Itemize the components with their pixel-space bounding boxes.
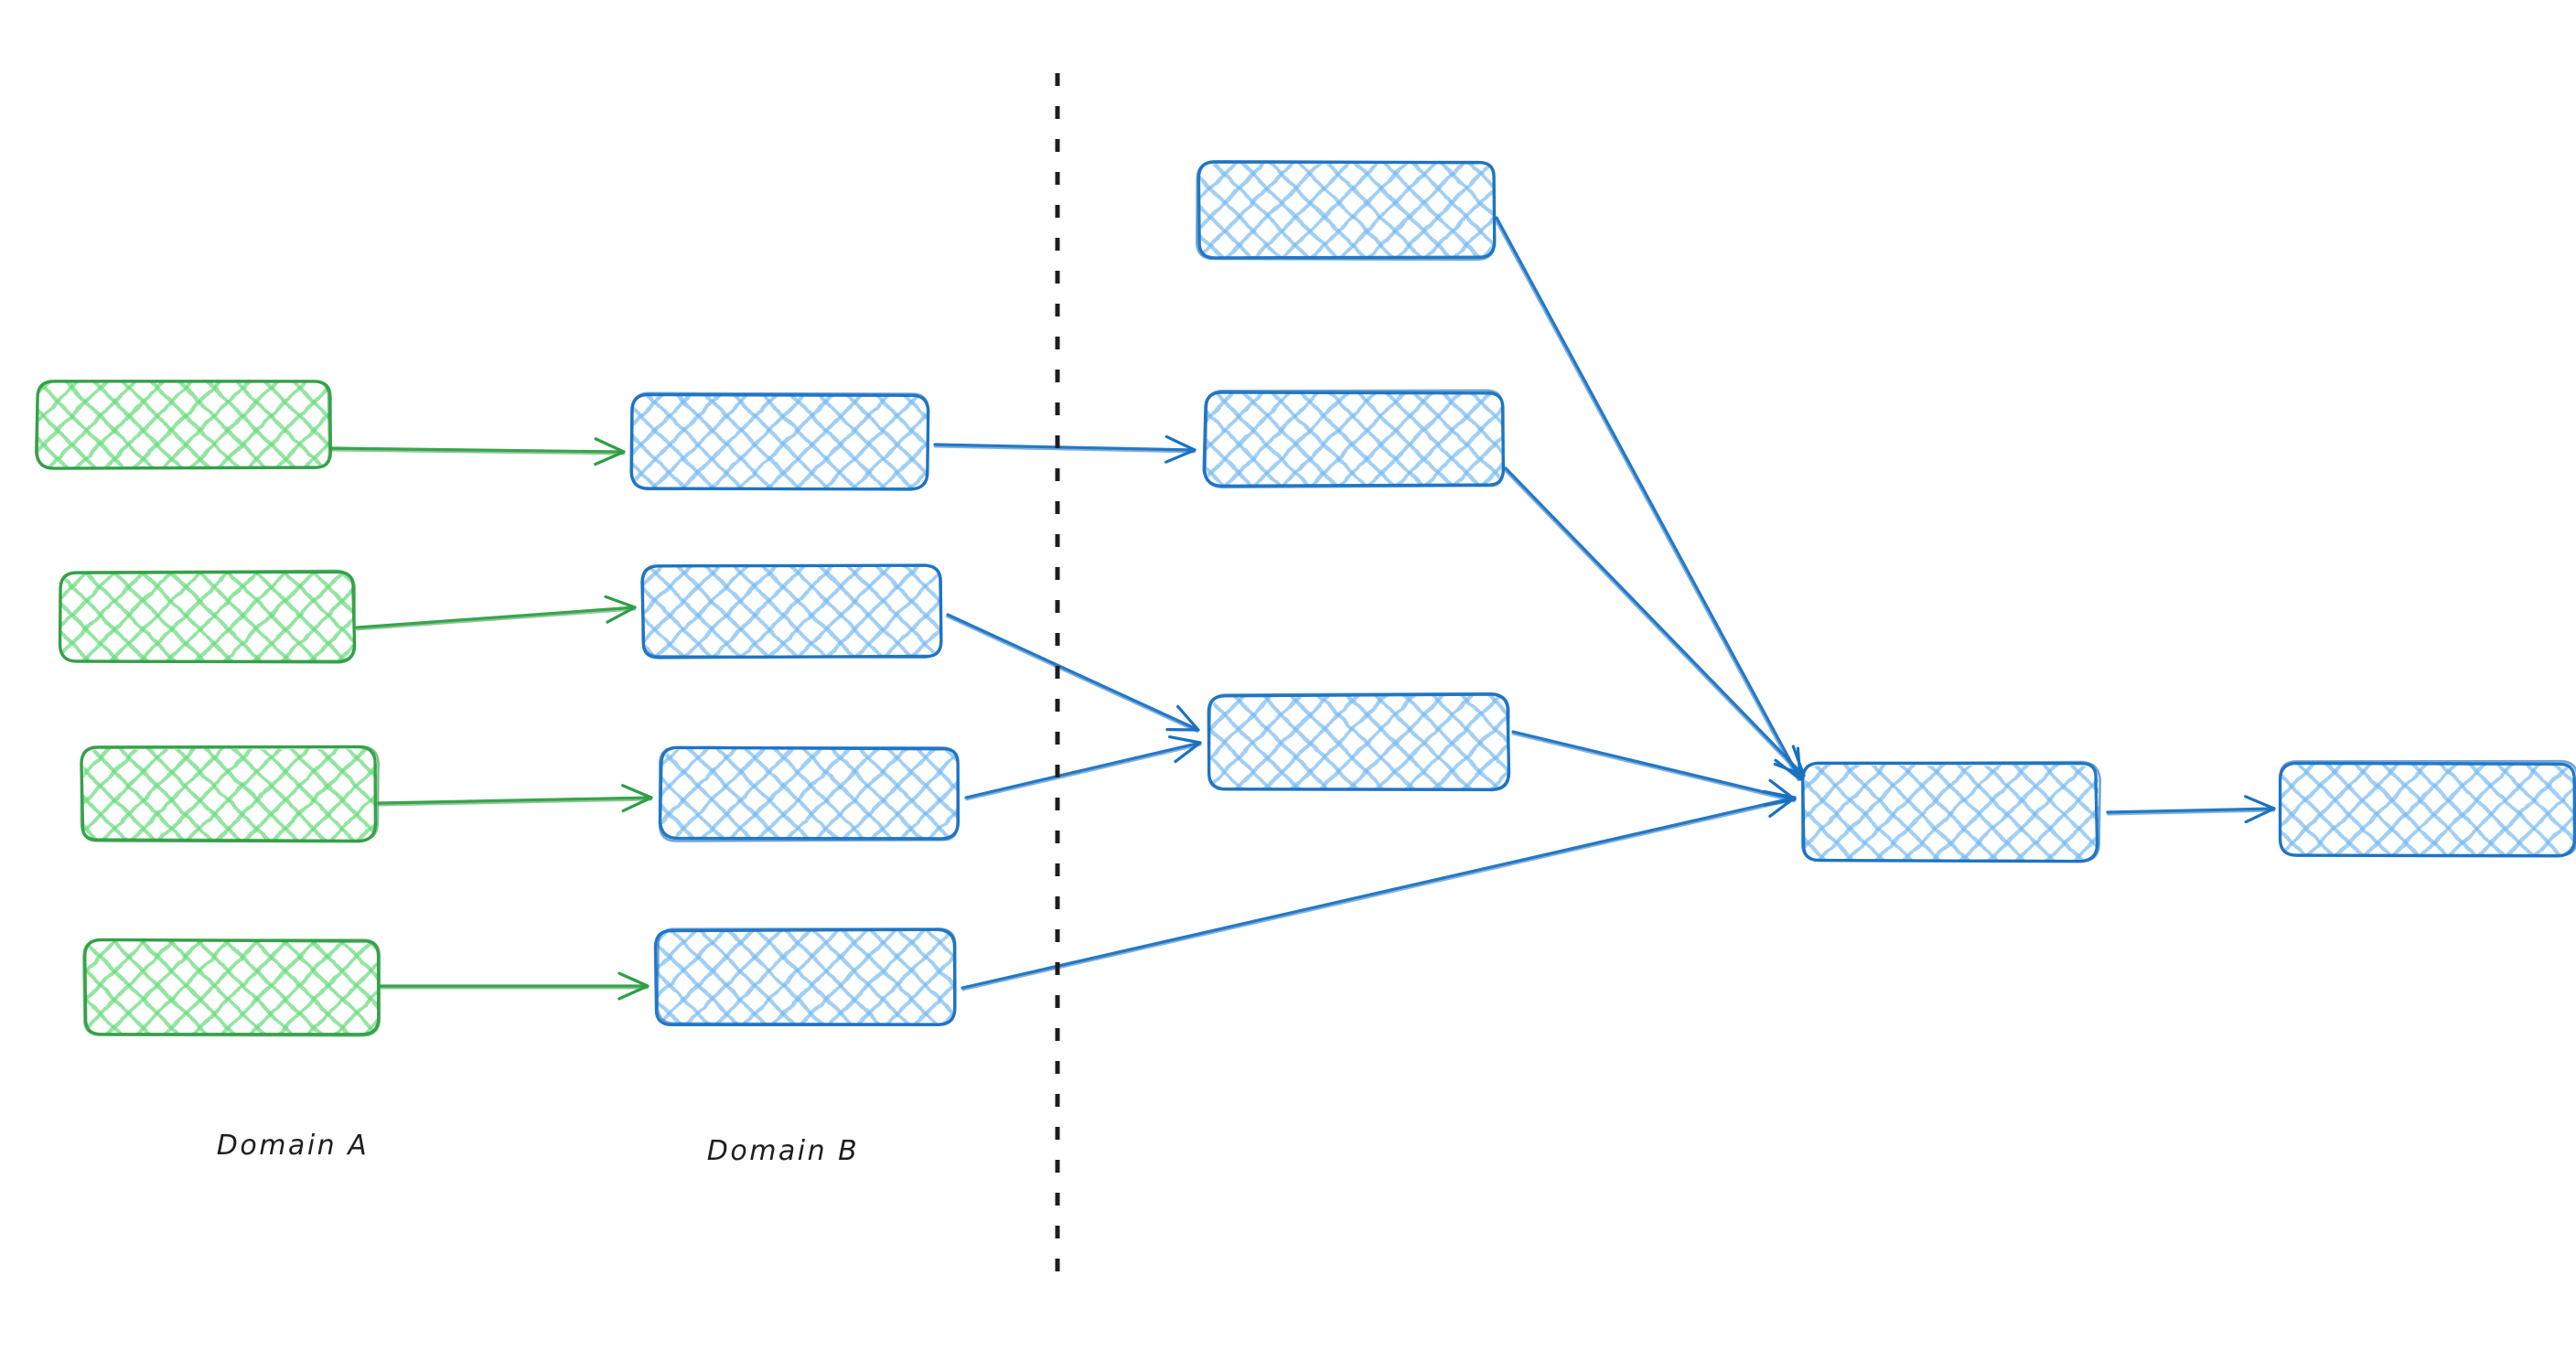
node-fill xyxy=(642,565,940,657)
node-fill xyxy=(631,393,928,488)
node-fill xyxy=(1209,695,1509,790)
node-fill xyxy=(657,929,955,1024)
node-outline-echo xyxy=(641,563,943,659)
edge-shaft xyxy=(356,608,637,631)
node-a-mid-1[interactable] xyxy=(629,391,930,491)
edge-arrowhead xyxy=(1165,704,1200,732)
edge-shaft xyxy=(1503,468,1804,778)
edge-arrowhead xyxy=(604,595,637,624)
edge-arrowhead xyxy=(1762,778,1797,807)
edge-shaft xyxy=(2106,809,2276,816)
node-fill xyxy=(660,748,959,840)
edge-b-hub-to-b-out[interactable] xyxy=(2106,795,2276,824)
edge-b-top-to-b-hub[interactable] xyxy=(1493,216,1802,782)
node-a-mid-4[interactable] xyxy=(653,927,957,1027)
edge-arrowhead xyxy=(2244,795,2276,824)
edge-shaft xyxy=(1493,218,1799,782)
domain-a-label: Domain A xyxy=(217,1130,369,1162)
edge-a-src-3-to-a-mid-3[interactable] xyxy=(377,784,653,813)
node-outline-echo xyxy=(630,391,930,491)
edge-arrowhead xyxy=(1168,734,1202,764)
edge-b-upper-to-b-hub[interactable] xyxy=(1503,466,1806,778)
edge-shaft xyxy=(1511,730,1797,801)
node-a-mid-2[interactable] xyxy=(640,563,943,659)
node-a-src-2[interactable] xyxy=(58,569,357,664)
edge-arrowhead xyxy=(1165,434,1197,464)
node-fill xyxy=(37,381,329,468)
nodes-layer xyxy=(34,160,2576,1037)
node-a-mid-3[interactable] xyxy=(658,745,961,842)
edge-shaft xyxy=(329,449,626,456)
edge-a-src-2-to-a-mid-2[interactable] xyxy=(355,595,637,631)
edge-shaft xyxy=(933,445,1197,454)
edge-shaft xyxy=(377,796,653,805)
edge-shaft xyxy=(377,799,653,807)
edge-shaft xyxy=(961,799,1797,991)
node-fill xyxy=(82,748,377,840)
edge-b-mid-to-b-hub[interactable] xyxy=(1511,730,1797,807)
edge-a-src-4-to-a-mid-4[interactable] xyxy=(379,971,649,1001)
edge-a-mid-4-to-b-hub[interactable] xyxy=(961,789,1797,991)
edges-layer xyxy=(329,216,2276,1001)
edge-shaft xyxy=(945,616,1199,734)
node-outline-echo xyxy=(658,745,960,842)
edge-arrowhead xyxy=(1773,745,1806,777)
node-outline-echo xyxy=(34,380,331,470)
node-outline-echo xyxy=(80,745,380,842)
edge-shaft xyxy=(355,606,637,629)
edge-arrowhead xyxy=(617,971,649,1001)
node-outline-echo xyxy=(1204,389,1505,489)
node-fill xyxy=(84,940,379,1034)
node-a-src-3[interactable] xyxy=(80,745,380,843)
node-b-top[interactable] xyxy=(1195,160,1497,262)
node-outline-echo xyxy=(82,938,381,1037)
edge-a-mid-2-to-b-mid[interactable] xyxy=(945,613,1200,734)
node-a-src-4[interactable] xyxy=(82,938,381,1037)
node-outline-echo xyxy=(59,569,357,663)
node-b-out[interactable] xyxy=(2278,759,2576,858)
edge-shaft xyxy=(946,613,1200,732)
node-fill xyxy=(1206,391,1504,487)
node-fill xyxy=(1198,163,1495,258)
edge-a-mid-3-to-b-mid[interactable] xyxy=(964,734,1202,801)
node-outline-echo xyxy=(656,927,957,1026)
node-fill xyxy=(2280,763,2576,854)
edge-shaft xyxy=(1511,733,1796,803)
domain-b-label: Domain B xyxy=(707,1135,860,1167)
node-fill xyxy=(1804,765,2098,860)
node-b-upper[interactable] xyxy=(1202,389,1506,489)
node-fill xyxy=(60,573,355,662)
edge-shaft xyxy=(329,446,626,454)
edge-shaft xyxy=(965,744,1202,801)
edge-a-mid-1-to-b-upper[interactable] xyxy=(933,434,1197,464)
edge-a-src-1-to-a-mid-1[interactable] xyxy=(329,437,626,466)
edge-shaft xyxy=(964,741,1202,799)
node-outline-echo xyxy=(1195,160,1497,262)
edge-shaft xyxy=(933,443,1197,452)
edge-shaft xyxy=(961,796,1797,990)
node-b-hub[interactable] xyxy=(1800,760,2102,863)
node-outline-echo xyxy=(2279,759,2576,857)
edge-shaft xyxy=(1504,466,1806,777)
edge-shaft xyxy=(1495,216,1802,781)
edge-arrowhead xyxy=(621,784,653,813)
node-b-mid[interactable] xyxy=(1207,691,1511,792)
node-a-src-1[interactable] xyxy=(34,380,333,470)
edge-arrowhead xyxy=(594,437,626,466)
node-outline-echo xyxy=(1207,691,1510,791)
edge-shaft xyxy=(2106,807,2276,814)
